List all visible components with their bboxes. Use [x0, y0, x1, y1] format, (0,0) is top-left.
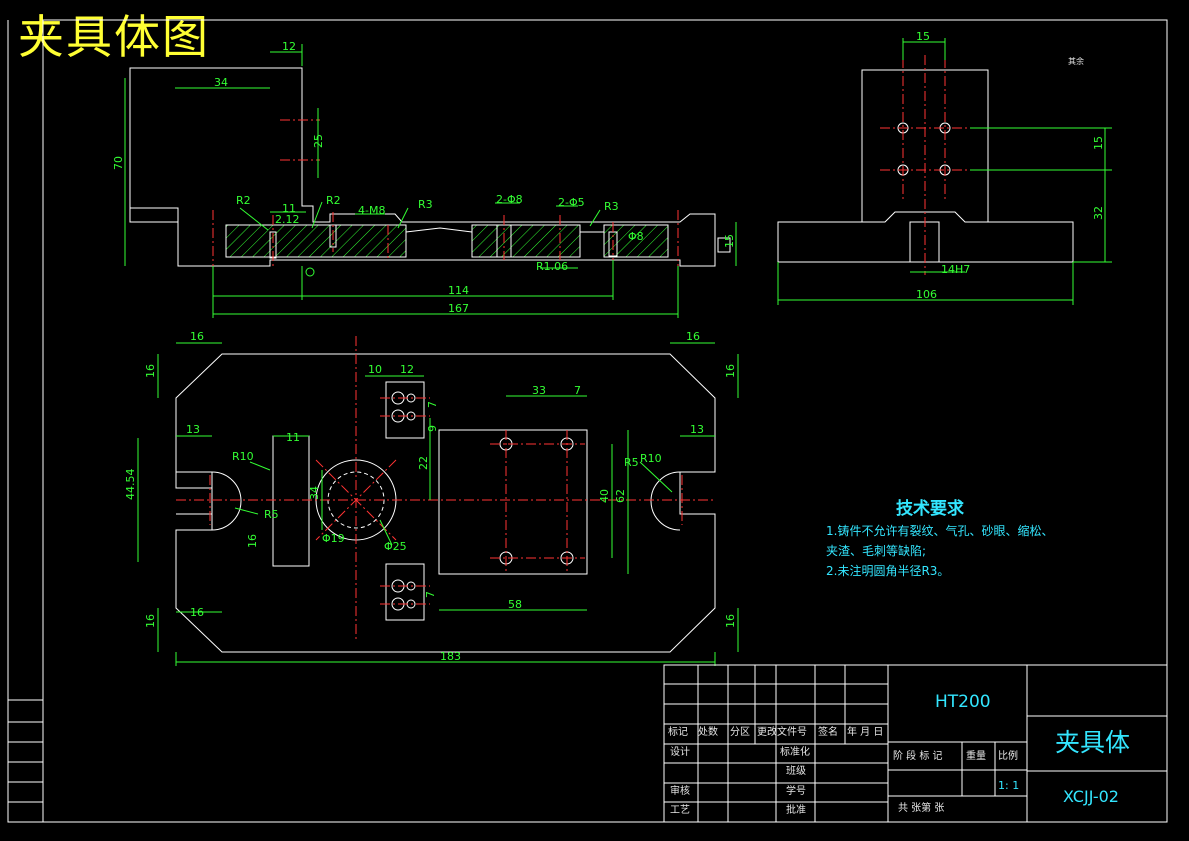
- dimension-label: 33: [532, 384, 546, 397]
- part-name-text: 夹具体: [1055, 728, 1131, 757]
- approval-label: 批准: [786, 805, 806, 816]
- revision-header: 签名: [818, 727, 838, 738]
- dimension-label: 12: [282, 40, 296, 53]
- dimension-label: 25: [312, 134, 325, 148]
- dimension-label: 14H7: [941, 263, 970, 276]
- dimension-label: 7: [574, 384, 581, 397]
- dimension-label: R3: [418, 198, 433, 211]
- dimension-label: 22: [417, 456, 430, 470]
- dimension-label: 2-Φ8: [496, 193, 523, 206]
- sheet-count-text: 共 张第 张: [898, 803, 945, 814]
- dimension-label: 13: [690, 423, 704, 436]
- dimension-label: R10: [640, 452, 662, 465]
- dimension-label: 4-M8: [358, 204, 385, 217]
- dimension-label: 16: [686, 330, 700, 343]
- title-block-grid: [663, 664, 1168, 823]
- dimension-label: 44.54: [124, 469, 137, 501]
- dimension-label: 106: [916, 288, 937, 301]
- top-view: [137, 336, 739, 666]
- surface-finish-note: 其余: [1068, 57, 1084, 66]
- dimension-label: Φ8: [628, 230, 644, 243]
- weight-header: 重量: [966, 751, 986, 762]
- dimension-label: 70: [112, 156, 125, 170]
- revision-header: 年 月 日: [847, 727, 884, 738]
- dimension-label: 16: [724, 364, 737, 378]
- dimension-label: 183: [440, 650, 461, 663]
- dimension-label: 15: [916, 30, 930, 43]
- front-view: [124, 44, 737, 318]
- stage-mark-header: 阶 段 标 记: [893, 751, 943, 762]
- dimension-label: 2-Φ5: [558, 196, 585, 209]
- dimension-label: 62: [614, 489, 627, 503]
- dimension-label: R5: [264, 508, 279, 521]
- dimension-label: 15: [723, 234, 736, 248]
- revision-header: 分区: [730, 727, 750, 738]
- dimension-label: R2: [236, 194, 251, 207]
- dimension-label: 7: [424, 591, 437, 598]
- dimension-label: 40: [598, 489, 611, 503]
- revision-header: 标记: [668, 727, 688, 738]
- side-view: [777, 38, 1112, 305]
- tech-requirement-line: 2.未注明圆角半径R3。: [826, 564, 950, 578]
- dimension-label: R10: [232, 450, 254, 463]
- revision-header: 更改文件号: [757, 727, 807, 738]
- dimension-label: 16: [190, 606, 204, 619]
- dimension-label: R5: [624, 456, 639, 469]
- class-label: 班级: [786, 766, 806, 777]
- dimension-label: 16: [190, 330, 204, 343]
- dimension-label: 34: [214, 76, 228, 89]
- dimension-label: 16: [144, 614, 157, 628]
- drawing-title: 夹具体图: [18, 10, 210, 64]
- dimension-label: 16: [246, 534, 259, 548]
- dimension-label: 16: [724, 614, 737, 628]
- revision-header: 处数: [698, 727, 718, 738]
- dimension-label: Φ19: [322, 532, 345, 545]
- dimension-label: 32: [1092, 206, 1105, 220]
- dimension-label: R2: [326, 194, 341, 207]
- drawing-number-text: XCJJ-02: [1063, 787, 1119, 806]
- dimension-label: 7: [426, 401, 439, 408]
- dimension-label: 11: [282, 202, 296, 215]
- scale-text: 1: 1: [998, 779, 1020, 792]
- dimension-label: 16: [144, 364, 157, 378]
- dimension-label: 15: [1092, 136, 1105, 150]
- reviewer-label: 审核: [670, 786, 690, 797]
- dimension-label: Φ25: [384, 540, 407, 553]
- dimension-label: 114: [448, 284, 469, 297]
- dimension-label: 12: [400, 363, 414, 376]
- sheet-border: [42, 19, 1168, 823]
- designer-label: 设计: [670, 747, 690, 758]
- dimension-label: 13: [186, 423, 200, 436]
- tech-requirement-line: 夹渣、毛刺等缺陷;: [826, 544, 927, 558]
- technical-requirements-heading: 技术要求: [896, 499, 964, 519]
- ratio-header: 比例: [998, 751, 1018, 762]
- dimension-label: 11: [286, 431, 300, 444]
- tech-requirement-line: 1.铸件不允许有裂纹、气孔、砂眼、缩松、: [826, 524, 1054, 538]
- material-text: HT200: [935, 692, 991, 712]
- dimension-label: 34: [308, 486, 321, 500]
- dimension-label: 10: [368, 363, 382, 376]
- dimension-label: 167: [448, 302, 469, 315]
- student-id-label: 学号: [786, 786, 806, 797]
- standardization-label: 标准化: [780, 747, 810, 758]
- dimension-label: R3: [604, 200, 619, 213]
- dimension-label: 58: [508, 598, 522, 611]
- dimension-label: R1.06: [536, 260, 568, 273]
- dimension-label: 9: [426, 425, 439, 432]
- process-label: 工艺: [670, 805, 690, 816]
- dimension-label: 2.12: [275, 213, 300, 226]
